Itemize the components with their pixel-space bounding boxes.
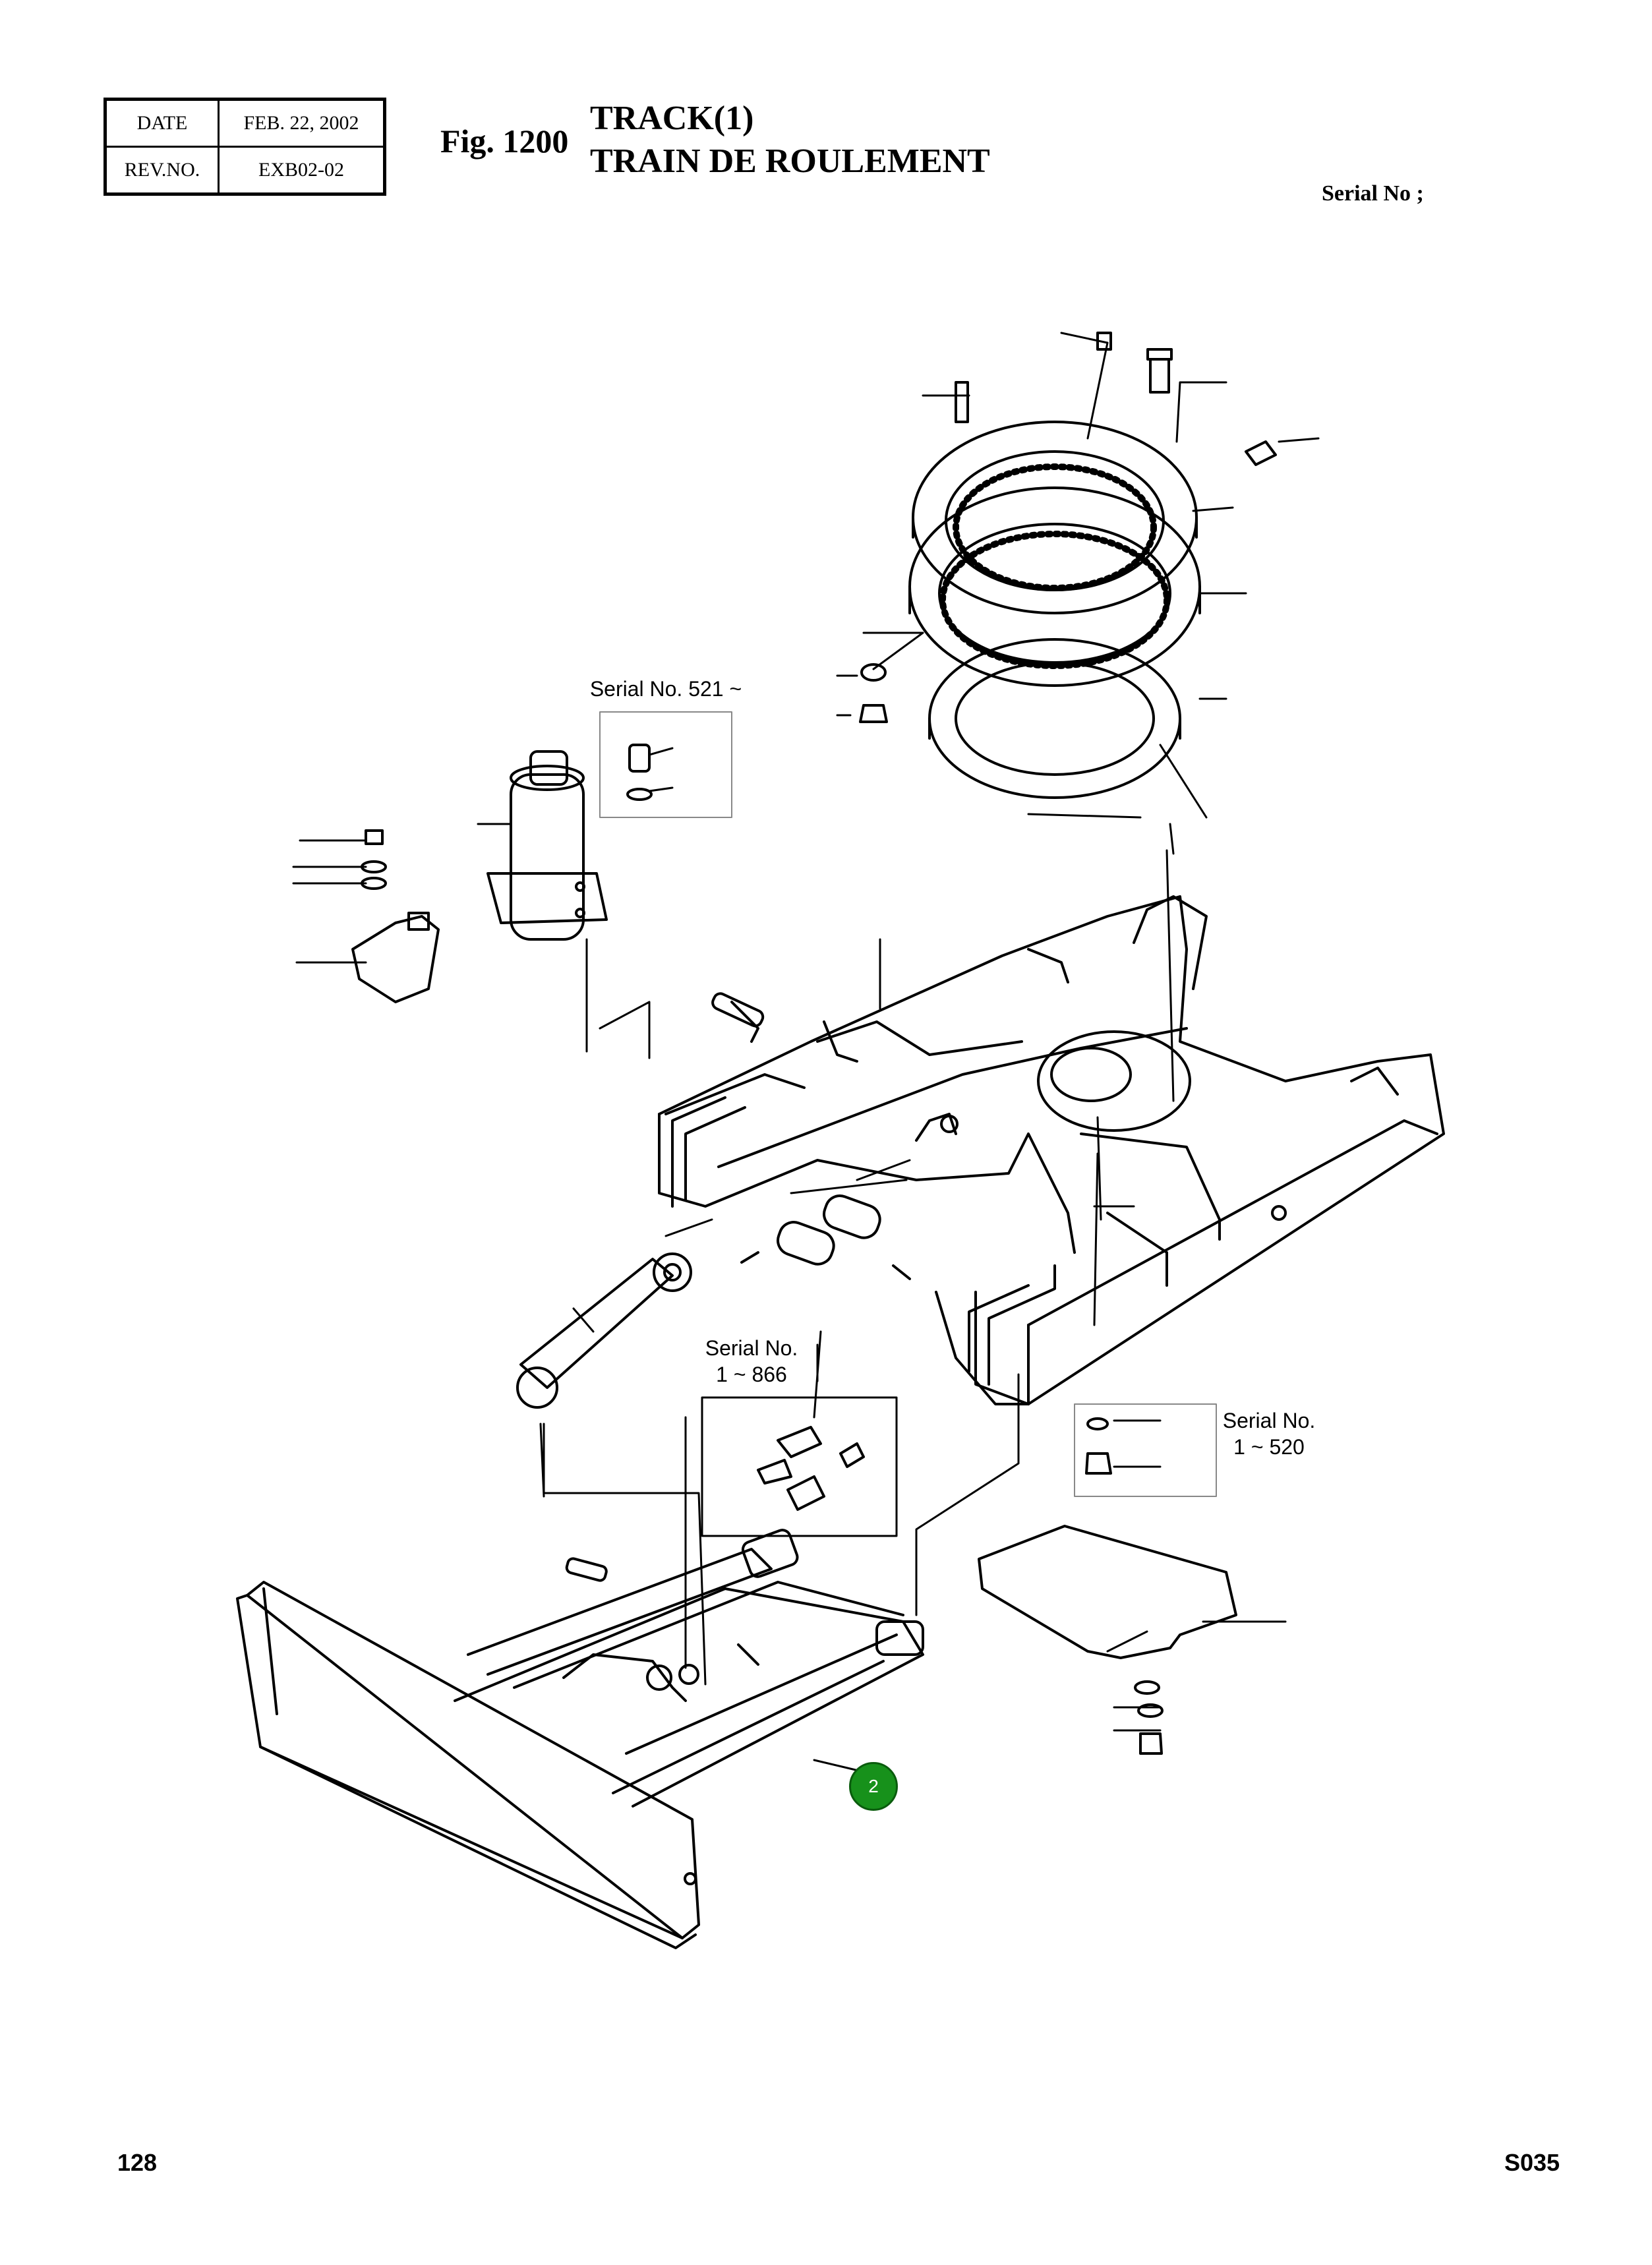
rev-value: EXB02-02	[218, 146, 386, 195]
bearing-fasteners	[626, 332, 1277, 801]
track-frame	[658, 895, 1445, 1405]
serial-866-box	[701, 1396, 898, 1537]
leader-lines	[292, 332, 1320, 1778]
cover-plate	[978, 1525, 1237, 1659]
grease-fittings	[757, 1426, 865, 1511]
serial-521-note: Serial No. 521 ~	[589, 677, 742, 701]
figure-title-fr: TRAIN DE ROULEMENT	[590, 142, 990, 180]
part-callout[interactable]: 2	[849, 1762, 898, 1811]
cover-fasteners	[1134, 1680, 1164, 1755]
figure-title-en: TRACK(1)	[590, 100, 754, 137]
serial-520-line1: Serial No.	[1222, 1409, 1316, 1432]
rev-label: REV.NO.	[104, 146, 220, 195]
swivel-joint	[487, 750, 608, 941]
serial-521-box	[599, 711, 732, 818]
serial-866-line1: Serial No.	[705, 1336, 798, 1360]
page-number: 128	[117, 2149, 158, 2176]
swing-bearing	[908, 421, 1201, 799]
date-value: FEB. 22, 2002	[218, 98, 386, 148]
blade-cylinder	[516, 992, 911, 1409]
serial-heading: Serial No ;	[1322, 181, 1424, 206]
serial-866-line2: 1 ~ 866	[716, 1363, 787, 1386]
serial-520-line2: 1 ~ 520	[1233, 1435, 1305, 1459]
serial-866-note: Serial No. 1 ~ 866	[699, 1335, 804, 1388]
serial-520-fasteners	[1085, 1417, 1112, 1475]
serial-520-box	[1074, 1403, 1217, 1497]
date-label: DATE	[104, 98, 220, 148]
page-code: S035	[1504, 2149, 1560, 2176]
dozer-blade	[236, 1529, 924, 1949]
bracket	[351, 829, 440, 1003]
figure-number: Fig. 1200	[440, 123, 569, 160]
serial-520-note: Serial No. 1 ~ 520	[1216, 1407, 1322, 1460]
revision-table: DATE FEB. 22, 2002 REV.NO. EXB02-02	[103, 98, 386, 196]
